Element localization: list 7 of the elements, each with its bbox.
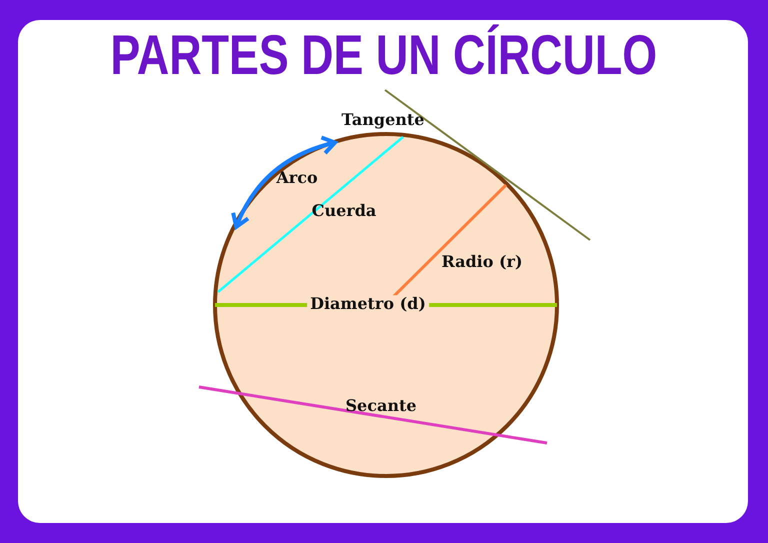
part-label: Cuerda (312, 202, 376, 220)
part-label: Secante (345, 397, 417, 415)
part-label: Radio (r) (441, 253, 523, 271)
part-label: Arco (276, 169, 318, 187)
part-label: Tangente (342, 111, 424, 129)
title: PARTES DE UN CÍRCULO (110, 22, 658, 87)
part-label: Diametro (d) (307, 295, 429, 313)
